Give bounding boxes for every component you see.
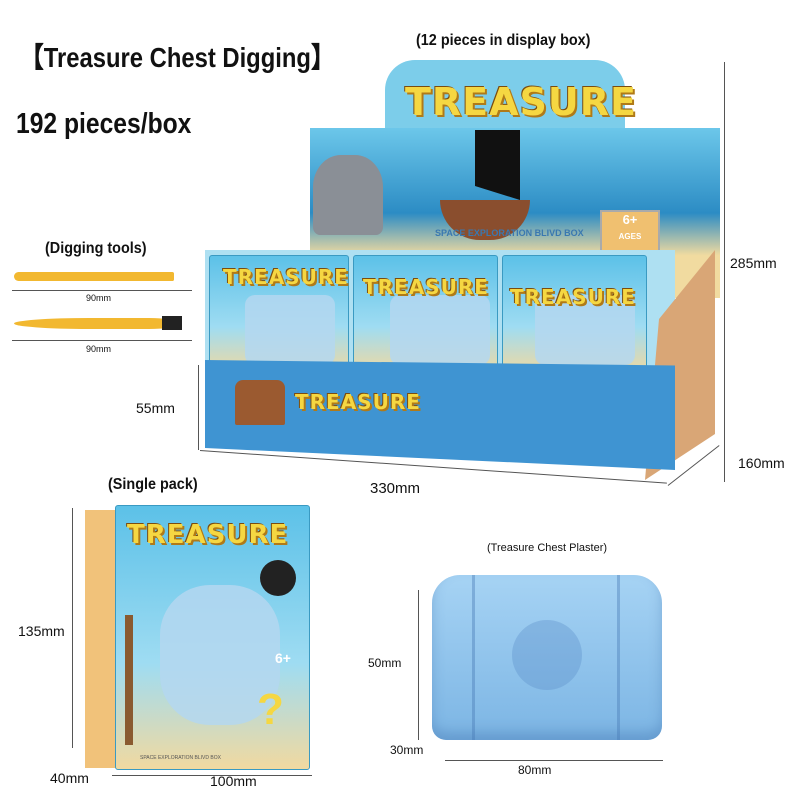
display-box-label: (12 pieces in display box) <box>416 32 591 49</box>
plaster-height: 50mm <box>368 656 402 670</box>
display-box-image: TREASURE 6+AGES SPACE EXPLORATION BLIVD … <box>205 60 725 480</box>
display-brand: TREASURE <box>405 80 637 124</box>
digging-tool-1 <box>14 272 174 281</box>
single-pack-label: (Single pack) <box>108 476 198 493</box>
digging-tool-2 <box>14 318 164 329</box>
single-width: 100mm <box>210 773 257 789</box>
single-brand: TREASURE <box>127 520 289 550</box>
plaster-width: 80mm <box>518 763 552 777</box>
display-front-height: 55mm <box>136 400 175 416</box>
tool-1-length: 90mm <box>86 293 112 303</box>
page-title: 【Treasure Chest Digging】 <box>20 42 335 73</box>
display-age: 6+ <box>622 212 638 227</box>
plaster-label: (Treasure Chest Plaster) <box>487 542 608 554</box>
display-height: 285mm <box>730 255 777 271</box>
single-height: 135mm <box>18 623 65 639</box>
plaster-depth: 30mm <box>390 743 424 757</box>
single-age: 6+ <box>275 650 291 666</box>
pieces-per-box: 192 pieces/box <box>16 108 192 140</box>
single-pack-image: TREASURE 6+ ? SPACE EXPLORATION BLIVD BO… <box>85 505 310 770</box>
display-tagline: SPACE EXPLORATION BLIVD BOX <box>435 228 584 238</box>
single-depth: 40mm <box>50 770 89 786</box>
tool-2-length: 90mm <box>86 344 112 354</box>
tools-label: (Digging tools) <box>45 240 147 257</box>
plaster-chest-image <box>432 575 662 740</box>
display-width: 330mm <box>370 480 421 497</box>
display-depth: 160mm <box>738 455 785 471</box>
